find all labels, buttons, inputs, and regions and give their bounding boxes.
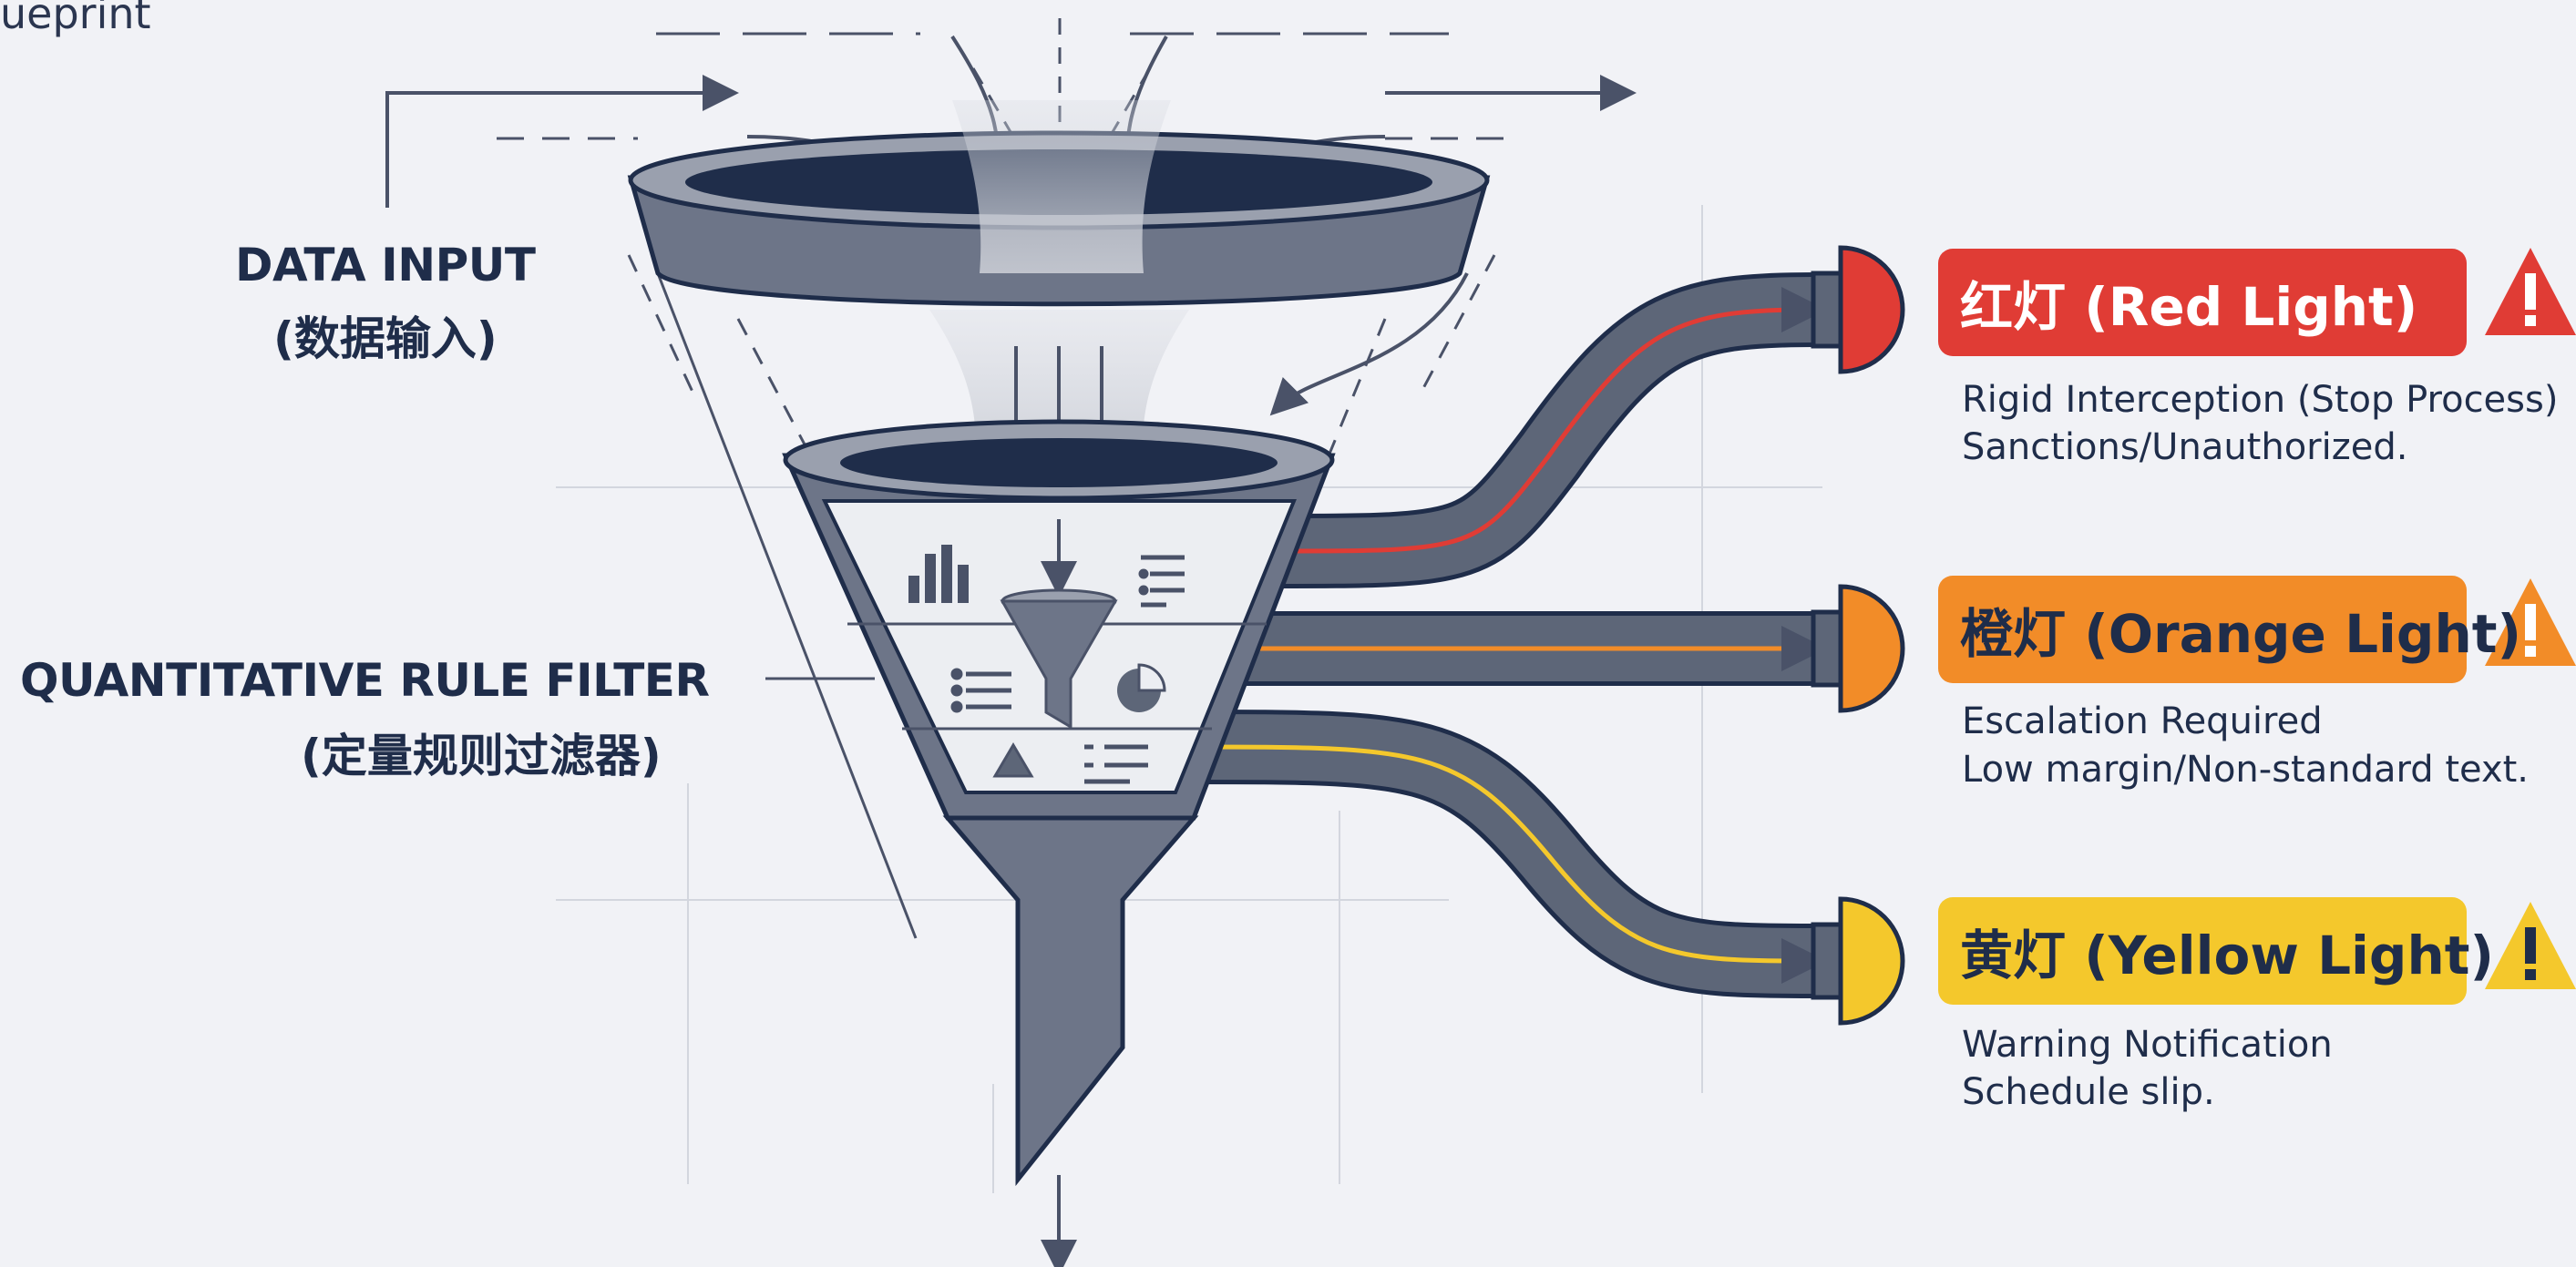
output-pipes (1147, 272, 1851, 998)
top-funnel-ring (627, 100, 1491, 307)
red-light-badge: 红灯 (Red Light) (1938, 249, 2467, 356)
bar-chart-icon (908, 545, 969, 603)
warning-icon (2485, 248, 2576, 335)
alert-triangle-icon (992, 742, 1034, 778)
warning-icons (2485, 248, 2576, 989)
red-light-line2: Sanctions/Unauthorized. (1962, 426, 2408, 468)
data-input-cn-label: (数据输入) (273, 312, 498, 365)
orange-light-line2: Low margin/Non-standard text. (1962, 749, 2530, 791)
warning-icon (2485, 578, 2576, 666)
signal-bulbs (1811, 245, 1905, 1026)
filter-cn-label: (定量规则过滤器) (301, 730, 662, 782)
signal-lines (1184, 287, 1827, 984)
checklist-icon (950, 668, 1011, 713)
yellow-light-line2: Schedule slip. (1962, 1071, 2215, 1113)
red-light-line1: Rigid Interception (Stop Process) (1962, 379, 2559, 421)
yellow-light-line1: Warning Notification (1962, 1024, 2333, 1066)
warning-icon (2485, 902, 2576, 989)
orange-light-line1: Escalation Required (1962, 700, 2323, 742)
orange-light-badge: 橙灯 (Orange Light) (1938, 576, 2521, 683)
yellow-light-badge: 黄灯 (Yellow Light) (1938, 897, 2494, 1005)
filter-funnel (782, 419, 1336, 1267)
list-icon (1138, 555, 1185, 608)
filter-label: QUANTITATIVE RULE FILTER (20, 654, 710, 707)
document-icon (1084, 744, 1148, 784)
mini-funnel-icon (1000, 588, 1118, 730)
data-input-label: DATA INPUT (235, 239, 536, 291)
corner-title: ueprint (0, 0, 151, 38)
pie-chart-icon (1117, 663, 1166, 712)
